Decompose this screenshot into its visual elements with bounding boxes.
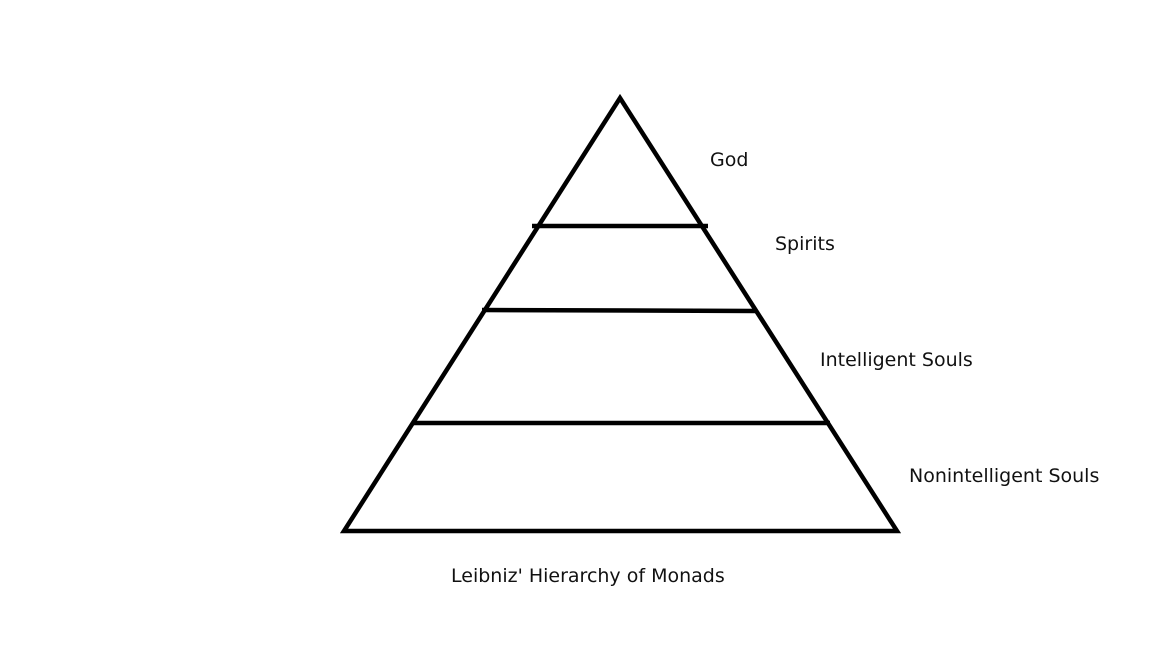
level-label-spirits: Spirits xyxy=(775,233,835,255)
pyramid-outline xyxy=(339,93,902,534)
level-label-nonintelligent-souls: Nonintelligent Souls xyxy=(909,465,1100,487)
divider-spirits-intelligent xyxy=(481,307,758,314)
level-label-god: God xyxy=(710,149,749,171)
level-label-intelligent-souls: Intelligent Souls xyxy=(820,349,973,371)
diagram-caption: Leibniz' Hierarchy of Monads xyxy=(451,565,725,587)
